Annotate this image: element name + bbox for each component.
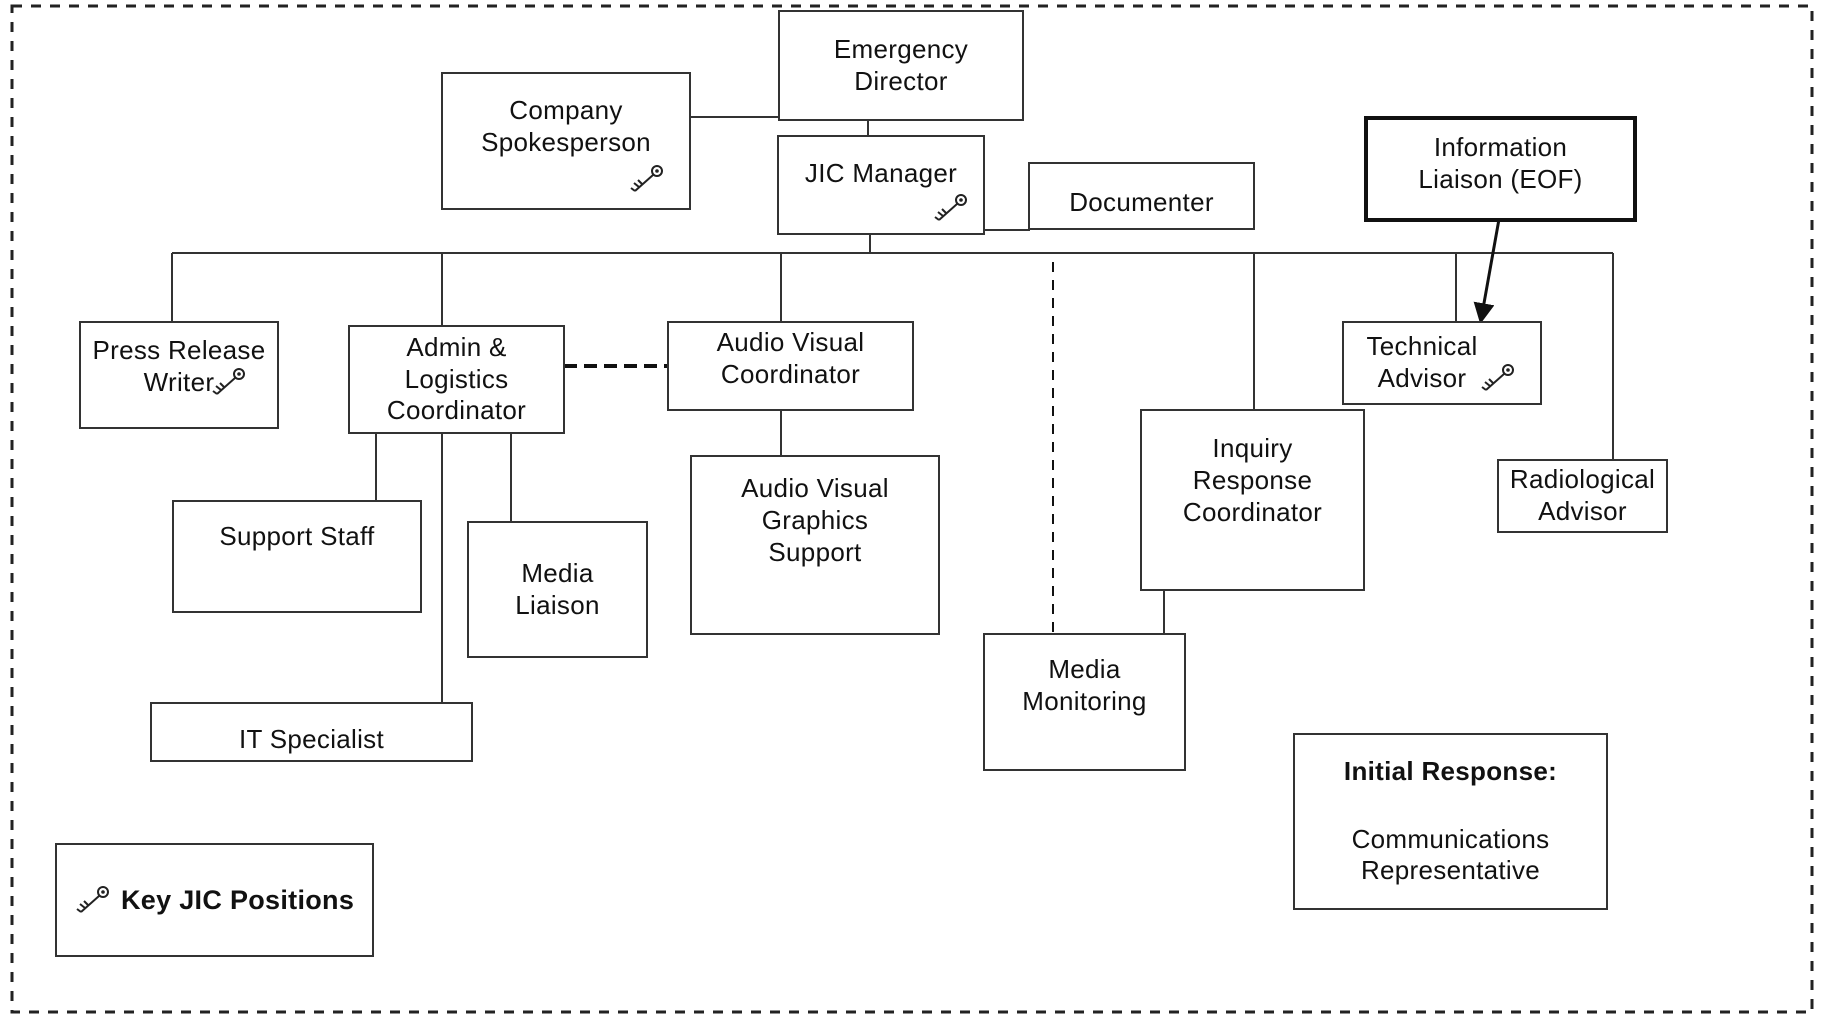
node-technical-advisor-label: Technical Advisor: [1366, 331, 1478, 393]
key-icon: [1481, 364, 1514, 391]
key-icon: [212, 368, 245, 395]
node-media-monitoring-label: Media Monitoring: [1022, 654, 1147, 716]
node-admin-logistics-label: Admin & Logistics Coordinator: [386, 331, 527, 426]
node-av-graphics-support: Audio Visual Graphics Support: [690, 455, 940, 635]
legend-label: Key JIC Positions: [121, 884, 355, 915]
node-radiological-advisor-label: Radiological Advisor: [1509, 464, 1656, 526]
node-radiological-advisor: Radiological Advisor: [1497, 459, 1668, 533]
node-technical-advisor: Technical Advisor: [1342, 321, 1542, 405]
initial-response-box: Initial Response: Communications Represe…: [1293, 733, 1608, 910]
node-information-liaison: Information Liaison (EOF): [1364, 116, 1637, 222]
node-av-graphics-support-label: Audio Visual Graphics Support: [741, 473, 889, 567]
node-audio-visual-coordinator-label: Audio Visual Coordinator: [716, 327, 865, 389]
outer-dashed-frame: [10, 4, 1814, 1014]
node-documenter-label: Documenter: [1069, 187, 1214, 218]
key-icon: [630, 165, 663, 192]
node-company-spokesperson-label: Company Spokesperson: [481, 95, 651, 157]
node-media-liaison: Media Liaison: [467, 521, 648, 658]
node-support-staff: Support Staff: [172, 500, 422, 613]
node-emergency-director-label: Emergency Director: [833, 33, 969, 96]
initial-response-title: Initial Response:: [1343, 755, 1558, 786]
legend-box: Key JIC Positions: [55, 843, 374, 957]
node-support-staff-label: Support Staff: [219, 520, 375, 551]
node-press-release-writer-label: Press Release Writer: [92, 335, 266, 397]
node-inquiry-response: Inquiry Response Coordinator: [1140, 409, 1365, 591]
node-information-liaison-label: Information Liaison (EOF): [1418, 132, 1583, 194]
node-jic-manager-label: JIC Manager: [804, 158, 958, 189]
node-jic-manager: JIC Manager: [777, 135, 985, 235]
initial-response-role: Communications Representative: [1351, 823, 1550, 886]
node-audio-visual-coordinator: Audio Visual Coordinator: [667, 321, 914, 411]
arrow-liaison-technical: [1473, 207, 1503, 325]
node-it-specialist-label: IT Specialist: [238, 724, 385, 755]
node-inquiry-response-label: Inquiry Response Coordinator: [1182, 433, 1323, 527]
key-icon: [934, 194, 967, 221]
node-company-spokesperson: Company Spokesperson: [441, 72, 691, 210]
node-emergency-director: Emergency Director: [778, 10, 1024, 121]
node-media-liaison-label: Media Liaison: [515, 557, 600, 620]
node-press-release-writer: Press Release Writer: [79, 321, 279, 429]
node-admin-logistics: Admin & Logistics Coordinator: [348, 325, 565, 434]
node-it-specialist: IT Specialist: [150, 702, 473, 762]
node-media-monitoring: Media Monitoring: [983, 633, 1186, 771]
node-documenter: Documenter: [1028, 162, 1255, 230]
key-icon: [76, 886, 109, 913]
